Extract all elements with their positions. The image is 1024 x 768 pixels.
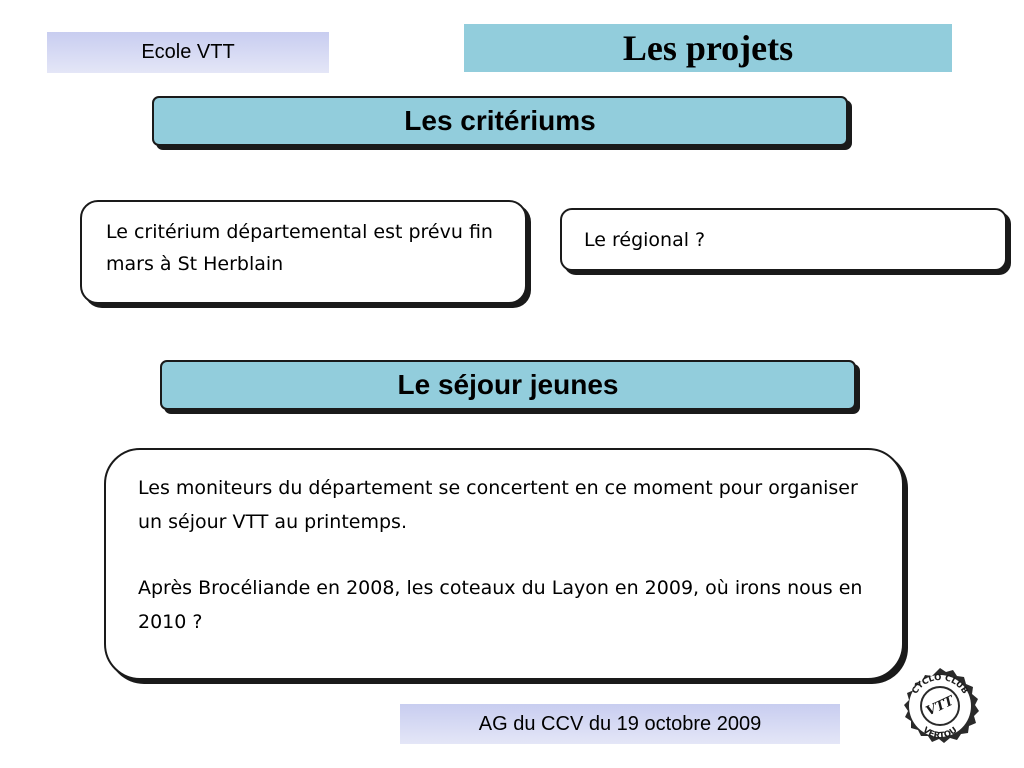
footer-label: AG du CCV du 19 octobre 2009 <box>400 704 840 744</box>
slide-title: Les projets <box>464 24 952 72</box>
departmental-criterium-box: Le critérium départemental est prévu fin… <box>80 200 527 304</box>
school-label: Ecole VTT <box>47 32 329 73</box>
section-header-sejour: Le séjour jeunes <box>160 360 856 410</box>
logo-bottom-text: VERTOU <box>921 725 960 741</box>
section-header-criteriums: Les critériums <box>152 96 848 146</box>
departmental-criterium-text: Le critérium départemental est prévu fin… <box>106 221 493 275</box>
sejour-paragraph-1: Les moniteurs du département se concerte… <box>138 477 858 533</box>
club-logo: CYCLO CLUB VERTOU VTT <box>896 664 984 748</box>
sejour-paragraph-2: Après Brocéliande en 2008, les coteaux d… <box>138 577 863 633</box>
club-logo-graphic: CYCLO CLUB VERTOU VTT <box>904 668 979 743</box>
regional-criterium-text: Le régional ? <box>584 229 706 251</box>
sejour-box: Les moniteurs du département se concerte… <box>104 448 904 680</box>
regional-criterium-box: Le régional ? <box>560 208 1007 271</box>
